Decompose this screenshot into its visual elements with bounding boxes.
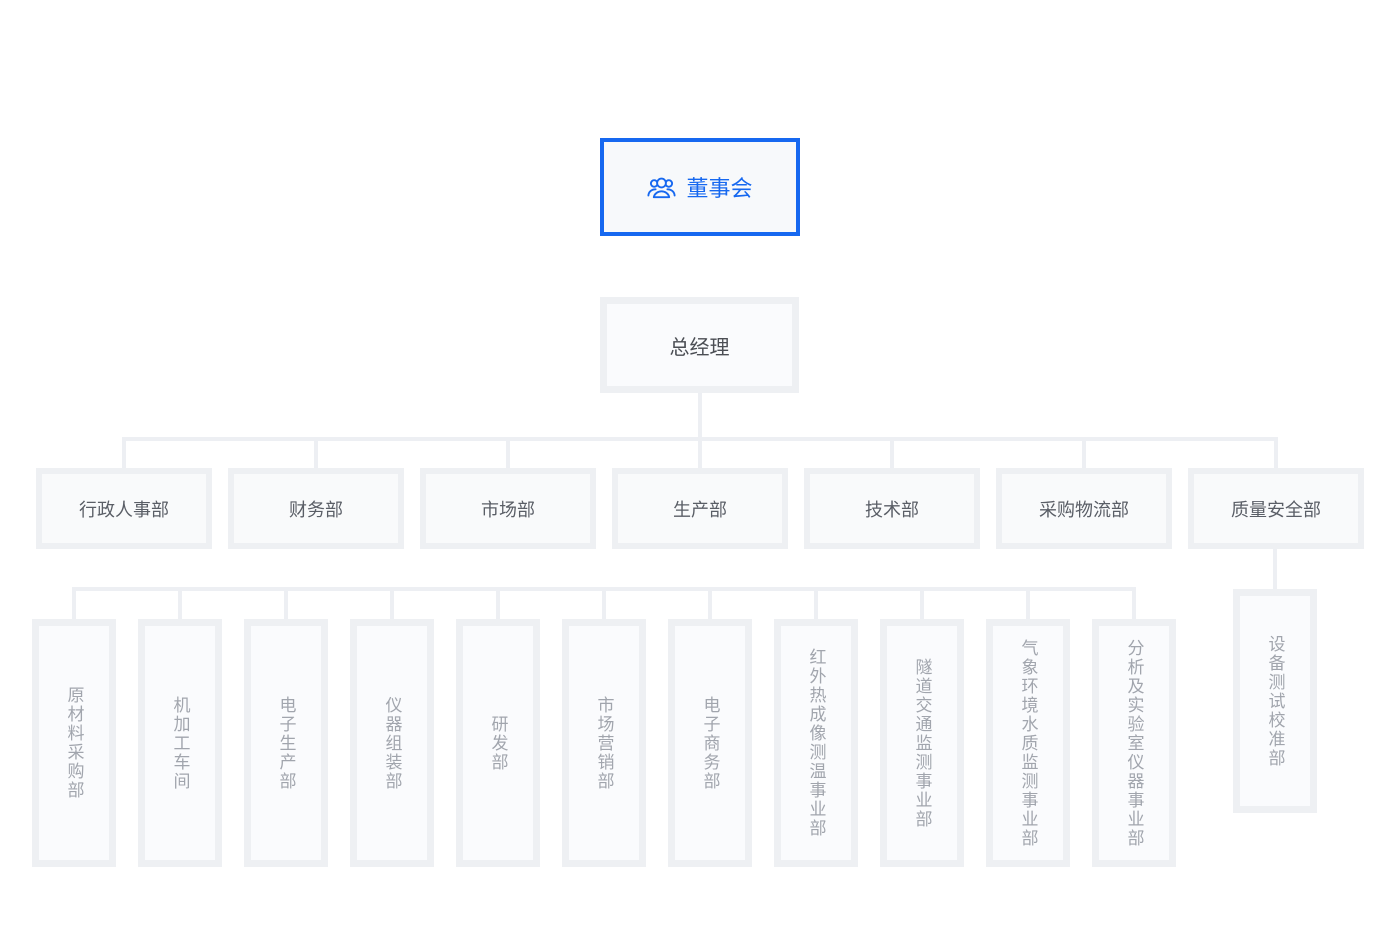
node-dept-admin-hr[interactable]: 行政人事部 xyxy=(36,468,212,549)
connector-drop-dept-7 xyxy=(1274,441,1278,468)
node-sub-tunnel-traffic-monitoring[interactable]: 隧道交通监测事业部 xyxy=(880,619,964,867)
connector-drop-sub-2 xyxy=(178,591,182,621)
node-sub-ecommerce[interactable]: 电子商务部 xyxy=(668,619,752,867)
node-sub-infrared-thermal-imaging[interactable]: 红外热成像测温事业部 xyxy=(774,619,858,867)
connector-drop-sub-5 xyxy=(496,591,500,621)
connector-drop-sub-8 xyxy=(814,591,818,621)
connector-drop-sub-1 xyxy=(72,591,76,621)
node-label: 分析及实验室仪器事业部 xyxy=(1124,638,1144,848)
node-label: 气象环境水质监测事业部 xyxy=(1018,638,1038,848)
connector-quality-riser xyxy=(1273,549,1277,593)
node-dept-procurement-logistics[interactable]: 采购物流部 xyxy=(996,468,1172,549)
connector-drop-sub-4 xyxy=(390,591,394,621)
connector-drop-dept-5 xyxy=(890,441,894,468)
node-label: 原材料采购部 xyxy=(64,686,84,800)
node-label: 总经理 xyxy=(669,336,730,359)
node-sub-instrument-assembly[interactable]: 仪器组装部 xyxy=(350,619,434,867)
node-label: 技术部 xyxy=(865,499,919,520)
node-sub-analysis-lab-instruments[interactable]: 分析及实验室仪器事业部 xyxy=(1092,619,1176,867)
node-dept-market[interactable]: 市场部 xyxy=(420,468,596,549)
node-label: 研发部 xyxy=(488,714,508,772)
node-label: 设备测试校准部 xyxy=(1265,634,1285,768)
node-dept-technology[interactable]: 技术部 xyxy=(804,468,980,549)
connector-drop-dept-1 xyxy=(122,441,126,468)
connector-drop-dept-2 xyxy=(314,441,318,468)
connector-drop-sub-9 xyxy=(920,591,924,621)
node-dept-quality-safety[interactable]: 质量安全部 xyxy=(1188,468,1364,549)
node-label: 质量安全部 xyxy=(1231,499,1321,520)
node-label: 电子商务部 xyxy=(700,695,720,791)
node-label: 采购物流部 xyxy=(1039,499,1129,520)
connector-trunk-level3 xyxy=(72,587,1136,591)
node-board-of-directors[interactable]: 董事会 xyxy=(600,138,800,236)
connector-drop-sub-10 xyxy=(1026,591,1030,621)
connector-drop-sub-11 xyxy=(1132,591,1136,621)
node-label: 仪器组装部 xyxy=(382,695,402,791)
connector-drop-sub-7 xyxy=(708,591,712,621)
connector-trunk-level2 xyxy=(122,437,1278,441)
connector-drop-dept-3 xyxy=(506,441,510,468)
node-label: 董事会 xyxy=(686,176,753,201)
node-dept-production[interactable]: 生产部 xyxy=(612,468,788,549)
node-sub-rnd[interactable]: 研发部 xyxy=(456,619,540,867)
node-sub-equipment-test-calibration[interactable]: 设备测试校准部 xyxy=(1233,589,1317,813)
node-sub-raw-material-purchasing[interactable]: 原材料采购部 xyxy=(32,619,116,867)
node-label: 行政人事部 xyxy=(79,499,169,520)
team-icon xyxy=(647,174,677,201)
node-label: 财务部 xyxy=(289,499,343,520)
node-sub-meteorology-water-quality[interactable]: 气象环境水质监测事业部 xyxy=(986,619,1070,867)
node-sub-marketing[interactable]: 市场营销部 xyxy=(562,619,646,867)
connector-drop-dept-4 xyxy=(698,441,702,468)
node-label: 电子生产部 xyxy=(276,695,296,791)
node-general-manager[interactable]: 总经理 xyxy=(600,297,799,393)
node-sub-electronics-production[interactable]: 电子生产部 xyxy=(244,619,328,867)
connector-gm-riser xyxy=(698,393,702,441)
node-label: 市场部 xyxy=(481,499,535,520)
node-label: 隧道交通监测事业部 xyxy=(912,657,932,829)
connector-drop-dept-6 xyxy=(1082,441,1086,468)
connector-drop-sub-6 xyxy=(602,591,606,621)
node-label: 市场营销部 xyxy=(594,695,614,791)
node-dept-finance[interactable]: 财务部 xyxy=(228,468,404,549)
node-sub-machining-workshop[interactable]: 机加工车间 xyxy=(138,619,222,867)
connector-drop-sub-3 xyxy=(284,591,288,621)
node-label: 机加工车间 xyxy=(170,695,190,791)
node-label: 红外热成像测温事业部 xyxy=(806,648,826,838)
node-label: 生产部 xyxy=(673,499,727,520)
